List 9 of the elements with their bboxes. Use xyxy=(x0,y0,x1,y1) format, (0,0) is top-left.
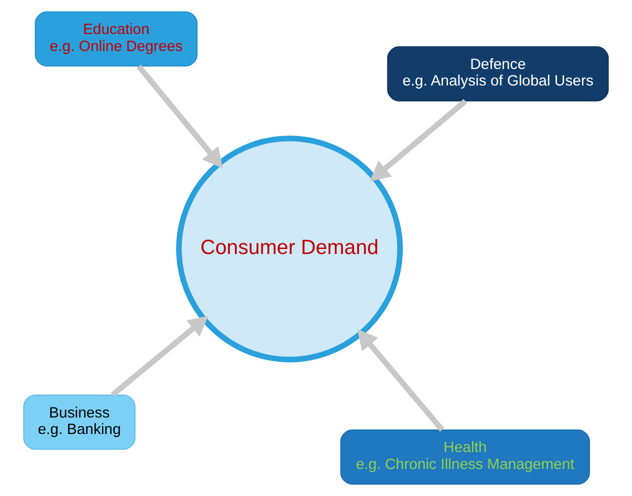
arrow xyxy=(357,329,444,432)
arrow xyxy=(136,64,223,168)
arrow xyxy=(110,316,208,397)
node-box: Education e.g. Online Degrees xyxy=(34,11,198,67)
node-box: Defence e.g. Analysis of Global Users xyxy=(387,46,609,102)
arrow xyxy=(370,99,468,182)
node-circle: Consumer Demand xyxy=(176,136,403,362)
node-box: Health e.g. Chronic Illness Management xyxy=(340,429,590,485)
node-box: Business e.g. Banking xyxy=(23,394,136,450)
